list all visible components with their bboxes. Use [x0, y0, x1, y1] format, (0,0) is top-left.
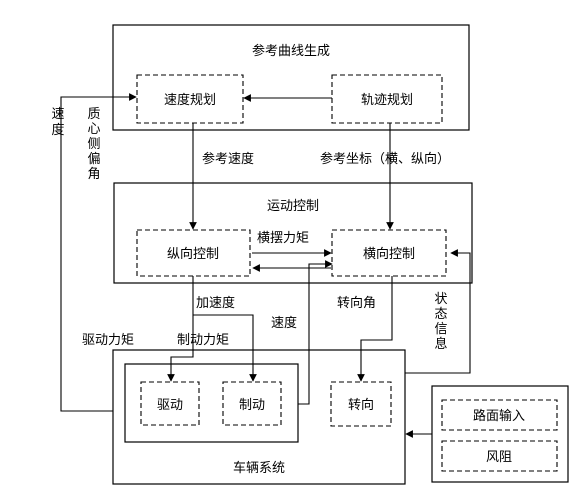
wind-resistance-module — [441, 440, 558, 472]
reference-speed-label: 参考速度 — [202, 151, 254, 167]
longitudinal-control-label: 纵向控制 — [167, 246, 219, 262]
brake-module — [222, 381, 282, 426]
road-input-module — [441, 399, 558, 431]
sideslip-angle-label: 质心侧偏角 — [87, 107, 100, 182]
left-feedback-arrow — [60, 93, 137, 412]
lateral-control-module — [331, 229, 447, 277]
trajectory-planning-module — [331, 74, 443, 124]
brake-label: 制动 — [239, 398, 265, 413]
vehicle-system-title: 车辆系统 — [233, 460, 285, 476]
reference-coords-label: 参考坐标（横、纵向） — [320, 151, 450, 167]
reference-curve-block — [112, 24, 470, 131]
left-speed-label: 速度 — [51, 107, 64, 138]
drive-module — [140, 381, 200, 426]
vehicle-system-block — [112, 349, 406, 485]
svg-text:状态信息: 状态信息 — [434, 292, 447, 352]
motion-control-title: 运动控制 — [267, 199, 319, 214]
drive-torque-arrow — [167, 276, 194, 382]
drive-label: 驱动 — [157, 398, 183, 413]
powertrain-group — [124, 363, 299, 443]
speed-planning-module — [136, 74, 244, 124]
steering-label: 转向 — [348, 397, 374, 413]
lateral-control-label: 横向控制 — [363, 246, 415, 262]
road-input-label: 路面输入 — [473, 408, 525, 424]
svg-text:质心侧偏角: 质心侧偏角 — [87, 107, 100, 182]
wind-resistance-label: 风阻 — [486, 450, 512, 465]
reference-curve-title: 参考曲线生成 — [252, 43, 330, 59]
state-info-arrow — [405, 249, 471, 374]
trajectory-planning-label: 轨迹规划 — [361, 93, 413, 108]
steering-module — [330, 381, 392, 427]
steering-angle-arrow — [357, 276, 393, 382]
drive-torque-label: 驱动力矩 — [82, 333, 134, 348]
acceleration-brake-arrow — [193, 314, 257, 382]
steering-angle-label: 转向角 — [337, 295, 376, 311]
yaw-moment-label: 横摆力矩 — [257, 231, 309, 246]
brake-torque-label: 制动力矩 — [177, 333, 229, 348]
motion-control-block — [113, 182, 473, 284]
longitudinal-control-module — [136, 229, 251, 277]
speed-feedback-label: 速度 — [271, 315, 297, 331]
svg-text:速度: 速度 — [51, 107, 64, 138]
speed-planning-label: 速度规划 — [164, 92, 216, 108]
speed-feedback-arrow — [298, 260, 333, 405]
acceleration-label: 加速度 — [196, 295, 235, 311]
state-info-label: 状态信息 — [434, 292, 447, 352]
